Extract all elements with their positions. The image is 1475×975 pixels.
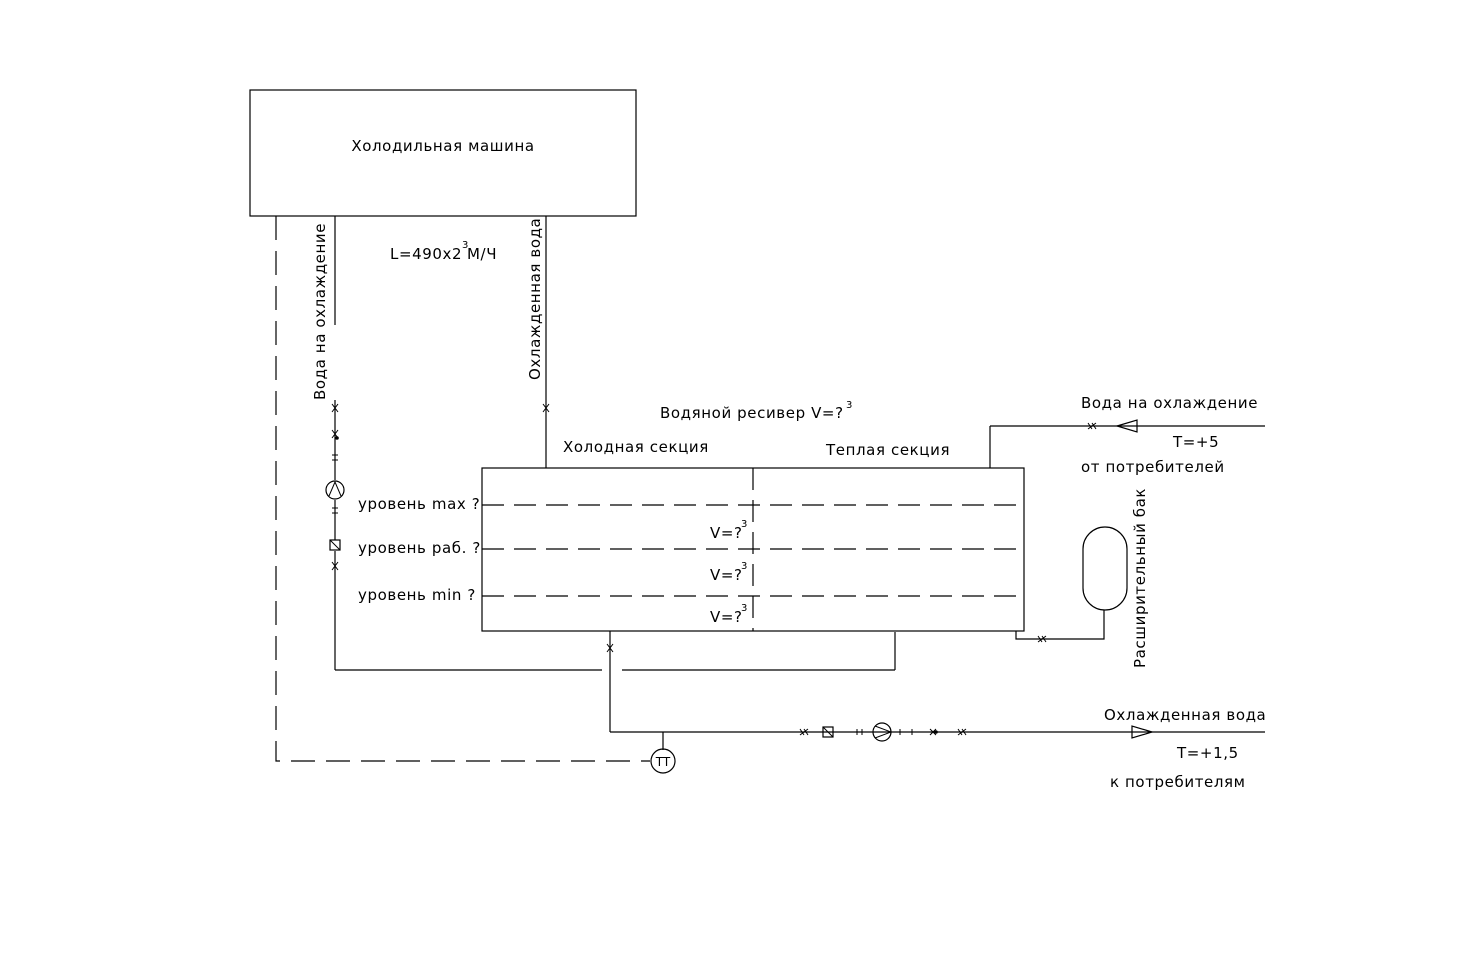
receiver-title-label: Водяной ресивер V=?	[660, 404, 844, 422]
valve-icon	[799, 728, 809, 736]
flow-rate-sup: 3	[462, 240, 468, 251]
volume-upper: V=? 3	[710, 519, 747, 542]
return-pipe-chiller	[542, 216, 550, 468]
volume-sup: 3	[741, 603, 747, 614]
temperature-transmitter: TT	[650, 748, 676, 774]
water-receiver	[481, 467, 1025, 632]
pump-icon	[325, 480, 345, 500]
inlet-title: Вода на охлаждение	[1081, 394, 1258, 412]
flange-icon	[856, 729, 863, 735]
receiver-title-sup: 3	[846, 400, 852, 411]
receiver-title: Водяной ресивер V=? 3	[660, 400, 852, 422]
level-min-label: уровень min ?	[358, 586, 476, 604]
chiller-label: Холодильная машина	[351, 137, 534, 155]
valve-icon	[1087, 422, 1097, 430]
flow-direction-arrow-icon	[1131, 725, 1155, 739]
flow-rate: L=490x2 3 M/Ч	[390, 240, 497, 263]
outlet-note: к потребителям	[1110, 773, 1246, 791]
volume-sup: 3	[741, 561, 747, 572]
level-work-label: уровень раб. ?	[358, 539, 481, 557]
sensor-icon	[650, 748, 676, 774]
check-valve-icon	[335, 436, 339, 440]
expansion-tank-label: Расширительный бак	[1131, 488, 1149, 668]
volume-label: V=?	[710, 608, 743, 626]
check-valve-icon	[929, 728, 937, 736]
filter-icon	[822, 726, 834, 738]
inlet-note: от потребителей	[1081, 458, 1225, 476]
valve-icon	[1037, 635, 1047, 643]
sensor-label: TT	[655, 755, 671, 769]
cold-section-label: Холодная секция	[563, 438, 709, 456]
return-pipe-label: Охлажденная вода	[526, 218, 544, 380]
pump-arrow-icon	[328, 480, 342, 497]
inlet-pipe	[989, 419, 1265, 468]
chiller-unit: Холодильная машина	[249, 89, 637, 217]
volume-label: V=?	[710, 524, 743, 542]
flange-icon	[332, 454, 338, 461]
valve-icon	[331, 561, 339, 571]
control-signal-line	[275, 216, 650, 762]
supply-pipe-label: Вода на охлаждение	[311, 223, 329, 400]
flange-icon	[899, 729, 913, 735]
flow-direction-arrow-icon	[1114, 419, 1138, 433]
expansion-tank	[1015, 526, 1128, 643]
outlet-temp: T=+1,5	[1176, 744, 1239, 762]
flange-icon	[332, 507, 338, 514]
pump-arrow-icon	[874, 725, 893, 739]
filter-icon	[329, 539, 341, 551]
valve-icon	[542, 403, 550, 413]
supply-pipe-left	[325, 216, 896, 671]
outlet-pipe	[606, 631, 1265, 750]
valve-icon	[957, 728, 967, 736]
level-max-label: уровень max ?	[358, 495, 480, 513]
volume-lower: V=? 3	[710, 603, 747, 626]
flow-rate-unit: M/Ч	[467, 245, 497, 263]
valve-icon	[606, 643, 614, 653]
volume-sup: 3	[741, 519, 747, 530]
inlet-temp: T=+5	[1172, 433, 1219, 451]
flow-rate-label: L=490x2	[390, 245, 462, 263]
outlet-title: Охлажденная вода	[1104, 706, 1266, 724]
volume-middle: V=? 3	[710, 561, 747, 584]
volume-label: V=?	[710, 566, 743, 584]
valve-icon	[331, 403, 339, 413]
warm-section-label: Теплая секция	[825, 441, 950, 459]
